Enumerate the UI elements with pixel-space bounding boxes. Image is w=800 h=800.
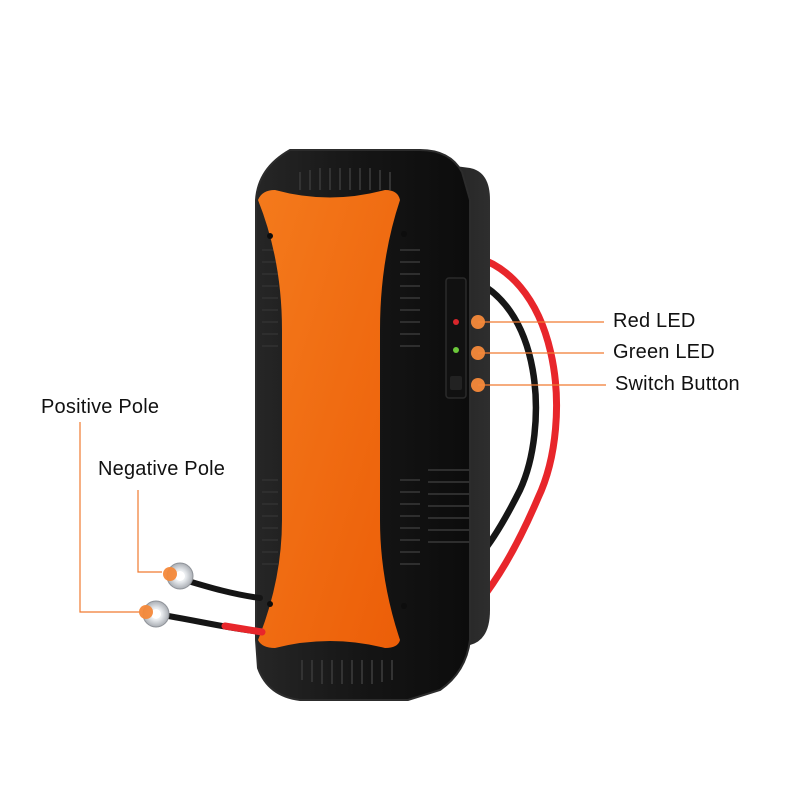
callout-lines-right [478, 321, 606, 386]
callout-lines-left [79, 422, 162, 613]
red-led-label: Red LED [613, 310, 696, 332]
red-cable [458, 250, 561, 608]
black-cable [458, 272, 540, 564]
control-strip [445, 277, 467, 399]
screw-marks [267, 231, 407, 609]
orange-front-panel [258, 190, 400, 648]
left-side-ridges [262, 249, 278, 565]
switch-button-body [450, 376, 462, 390]
right-side-ridges [400, 249, 420, 565]
switch-button-label: Switch Button [615, 373, 740, 395]
positive-callout-dot [139, 605, 153, 619]
top-bumper-grooves [299, 168, 391, 190]
positive-cable-red-sleeve [221, 622, 266, 636]
positive-pole-label: Positive Pole [41, 396, 160, 418]
switch-callout-dot [471, 378, 485, 392]
side-vent-ridges [428, 469, 470, 543]
negative-pole-label: Negative Pole [98, 458, 226, 480]
green-led-light [453, 347, 459, 353]
red-led-light [453, 319, 459, 325]
red-led-callout-dot [471, 315, 485, 329]
green-led-callout-dot [471, 346, 485, 360]
bottom-bumper-grooves [301, 660, 393, 684]
callout-dots [139, 315, 485, 619]
green-led-label: Green LED [613, 341, 715, 363]
negative-callout-dot [163, 567, 177, 581]
